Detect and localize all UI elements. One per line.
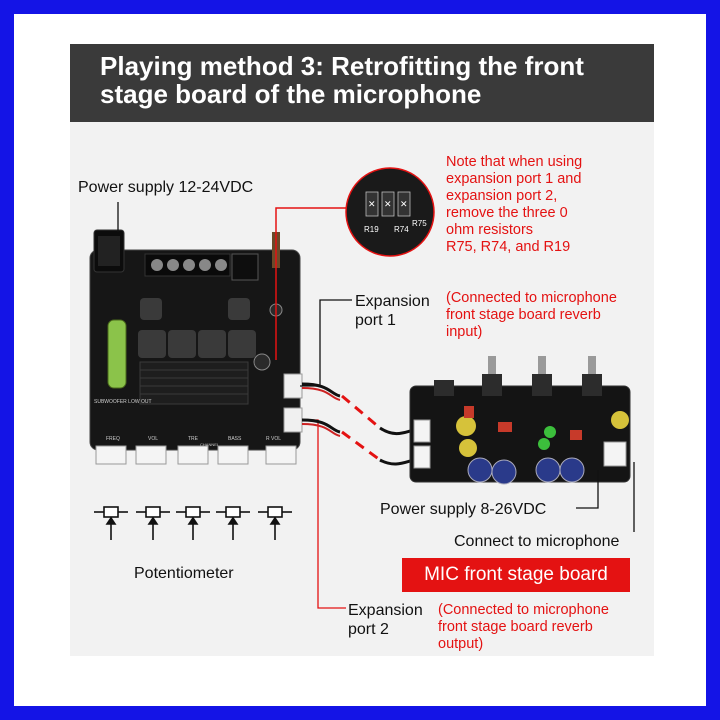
potentiometer-label: Potentiometer [134, 565, 234, 582]
speaker-terminal-block [144, 253, 231, 277]
expansion-port-1-label: Expansion port 1 [355, 292, 430, 330]
expansion-port-2-description: (Connected to microphone front stage boa… [438, 602, 609, 653]
exp2-desc-line-2: front stage board reverb [438, 619, 593, 635]
exp1-line-2: port 1 [355, 312, 396, 329]
exp2-line-1: Expansion [348, 602, 423, 619]
note-line-1: Note that when using [446, 154, 583, 170]
power-main-label: Power supply 12-24VDC [78, 179, 254, 196]
svg-text:✕: ✕ [368, 199, 376, 209]
expansion-port-1-connector [283, 373, 303, 399]
exp1-desc-line-3: input) [446, 324, 483, 340]
note-line-6: R75, R74, and R19 [446, 239, 571, 255]
exp1-desc-line-1: (Connected to microphone [446, 290, 617, 306]
expansion-port-2-connector [283, 407, 303, 433]
title-line-2: stage board of the microphone [100, 79, 482, 109]
mic-board-input-connector [413, 419, 431, 443]
exp2-desc-line-3: output) [438, 636, 484, 652]
silkscreen-channel: CHANNEL [200, 442, 220, 447]
note-line-4: remove the three 0 [446, 205, 568, 221]
callout-line-exp1 [300, 299, 352, 387]
resistor-label-r19: R19 [364, 225, 379, 234]
title-line-1: Playing method 3: Retrofitting the front [100, 51, 584, 81]
expansion-port-2-label: Expansion port 2 [348, 601, 423, 639]
capacitor-large [107, 319, 127, 389]
note-line-2: expansion port 1 and [446, 171, 582, 187]
note-line-5: ohm resistors [446, 222, 534, 238]
resistor-label-r75: R75 [412, 219, 427, 228]
silkscreen-subwoofer-low-out: SUBWOOFER LOW OUT [94, 399, 152, 405]
connect-mic-label: Connect to microphone [454, 533, 620, 550]
exp1-desc-line-2: front stage board reverb [446, 307, 601, 323]
heatsink [139, 361, 249, 405]
potentiometer-connectors [95, 445, 297, 465]
mic-front-stage-board [409, 356, 631, 485]
exp2-line-2: port 2 [348, 621, 389, 638]
silkscreen-bass: BASS [228, 436, 242, 442]
resistor-note: Note that when using expansion port 1 an… [446, 154, 582, 256]
expansion-port-1-description: (Connected to microphone front stage boa… [446, 290, 617, 341]
mic-board-potentiometers [434, 356, 602, 396]
note-line-3: expansion port 2, [446, 188, 558, 204]
power-mic-label: Power supply 8-26VDC [380, 501, 547, 518]
resistor-label-r74: R74 [394, 225, 409, 234]
exp1-line-1: Expansion [355, 293, 430, 310]
bluetooth-module [231, 253, 259, 281]
mic-input-connector [603, 441, 627, 467]
callout-line-inset [275, 207, 346, 360]
mic-board-label: MIC front stage board [402, 558, 630, 592]
callout-line-power-mic [576, 470, 599, 509]
title-bar [70, 44, 654, 122]
resistor-closeup-inset: ✕ ✕ ✕ R75 R74 R19 [345, 167, 435, 257]
connection-cables [301, 382, 415, 466]
potentiometer-symbols [94, 506, 292, 540]
svg-text:✕: ✕ [400, 199, 408, 209]
exp2-desc-line-1: (Connected to microphone [438, 602, 609, 618]
svg-text:✕: ✕ [384, 199, 392, 209]
callout-line-exp2 [302, 419, 346, 609]
mic-board-output-connector [413, 445, 431, 469]
silkscreen-freq: FREQ [106, 436, 120, 442]
silkscreen-r-vol: R VOL [266, 436, 281, 442]
amplifier-board: SUBWOOFER LOW OUT FREQ VOL TRE BASS CHAN… [89, 229, 303, 451]
page-title: Playing method 3: Retrofitting the front… [100, 52, 640, 108]
silkscreen-vol: VOL [148, 436, 158, 442]
silkscreen-tre: TRE [188, 436, 199, 442]
